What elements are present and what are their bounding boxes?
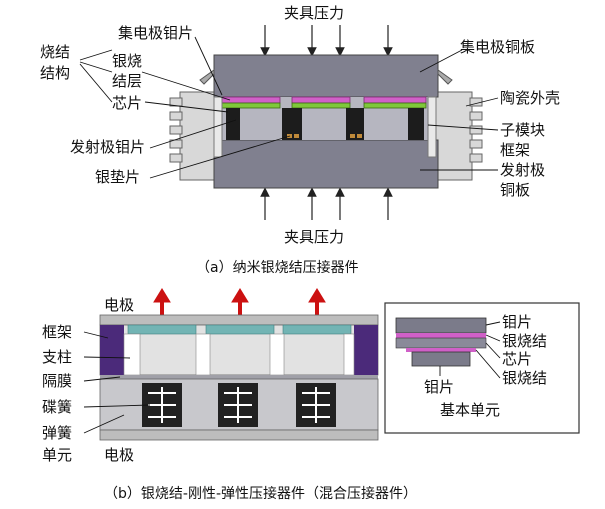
label-diaphragm: 隔膜 — [42, 372, 72, 390]
chips — [226, 108, 424, 140]
label-pressure-top: 夹具压力 — [284, 4, 344, 22]
label-silver-layer-2: 结层 — [112, 72, 142, 90]
pillars — [123, 333, 355, 376]
inset-silver-top — [396, 333, 486, 338]
label-spring-unit-1: 弹簧 — [42, 424, 72, 442]
inset-label-chip: 芯片 — [502, 350, 532, 368]
label-emitter-cu-1: 发射极 — [500, 161, 545, 179]
diagram-b: 电极 框架 支柱 隔膜 碟簧 弹簧 单元 电极 钼片 银烧结 芯片 银烧 — [42, 288, 580, 502]
label-disc-spring: 碟簧 — [42, 398, 72, 416]
submodule-frame-right — [427, 96, 437, 158]
label-sinter-structure-1: 烧结 — [40, 43, 70, 61]
electrode-top — [99, 314, 379, 326]
label-sinter-structure-2: 结构 — [40, 64, 70, 82]
label-collector-chip: 集电极钼片 — [118, 24, 193, 42]
inset-label-mo-bottom: 钼片 — [424, 378, 454, 396]
label-spring-unit-2: 单元 — [42, 446, 72, 464]
top-flange — [199, 69, 453, 85]
diaphragm — [100, 375, 378, 379]
inset-mo-bottom — [411, 351, 471, 367]
electrode-bottom — [99, 429, 379, 441]
disc-springs — [142, 383, 336, 427]
label-emitter-cu-2: 铜板 — [500, 181, 530, 199]
inset-title: 基本单元 — [440, 401, 500, 419]
label-submodule-frame-2: 框架 — [500, 141, 530, 159]
label-electrode-bottom: 电极 — [104, 446, 134, 464]
ceramic-shell — [169, 91, 483, 181]
frames — [100, 325, 378, 375]
teal-bars — [127, 324, 352, 335]
leader-lines-a — [79, 36, 499, 179]
heat-arrows — [153, 288, 326, 318]
basic-unit-inset: 钼片 银烧结 芯片 银烧结 钼片 基本单元 — [384, 302, 580, 434]
label-ceramic-shell: 陶瓷外壳 — [500, 89, 560, 107]
inset-label-silver-bottom: 银烧结 — [502, 369, 547, 387]
inset-chip — [395, 337, 487, 349]
inset-label-silver-top: 银烧结 — [502, 332, 547, 350]
label-pillar: 支柱 — [42, 348, 72, 366]
pressure-arrows-bottom — [260, 187, 393, 220]
label-electrode-top: 电极 — [104, 296, 134, 314]
label-pressure-bottom: 夹具压力 — [284, 228, 344, 246]
leader-lines-b — [83, 331, 151, 434]
caption-a: （a）纳米银烧结压接器件 — [196, 259, 359, 276]
diagram-a: 夹具压力 夹具压力 烧结 结构 集电极钼片 银烧 结层 芯片 发射极钼片 银垫片… — [40, 4, 560, 276]
label-silver-pad: 银垫片 — [95, 168, 140, 186]
green-layer — [221, 102, 427, 109]
label-emitter-mo: 发射极钼片 — [70, 138, 145, 156]
silver-sinter-layer — [221, 96, 427, 104]
label-chip: 芯片 — [112, 94, 142, 112]
pressure-arrows-top — [260, 25, 393, 57]
inset-silver-bottom — [406, 348, 476, 352]
label-collector-cu: 集电极铜板 — [460, 38, 535, 56]
collector-copper-plate — [213, 54, 439, 98]
label-silver-layer-1: 银烧 — [112, 52, 142, 70]
inset-label-mo-top: 钼片 — [502, 313, 532, 331]
inset-mo-top — [395, 317, 487, 334]
label-frame: 框架 — [42, 323, 72, 341]
label-submodule-frame-1: 子模块 — [500, 121, 545, 139]
emitter-copper-plate — [213, 139, 439, 189]
caption-b: （b）银烧结-刚性-弹性压接器件（混合压接器件） — [104, 485, 417, 502]
